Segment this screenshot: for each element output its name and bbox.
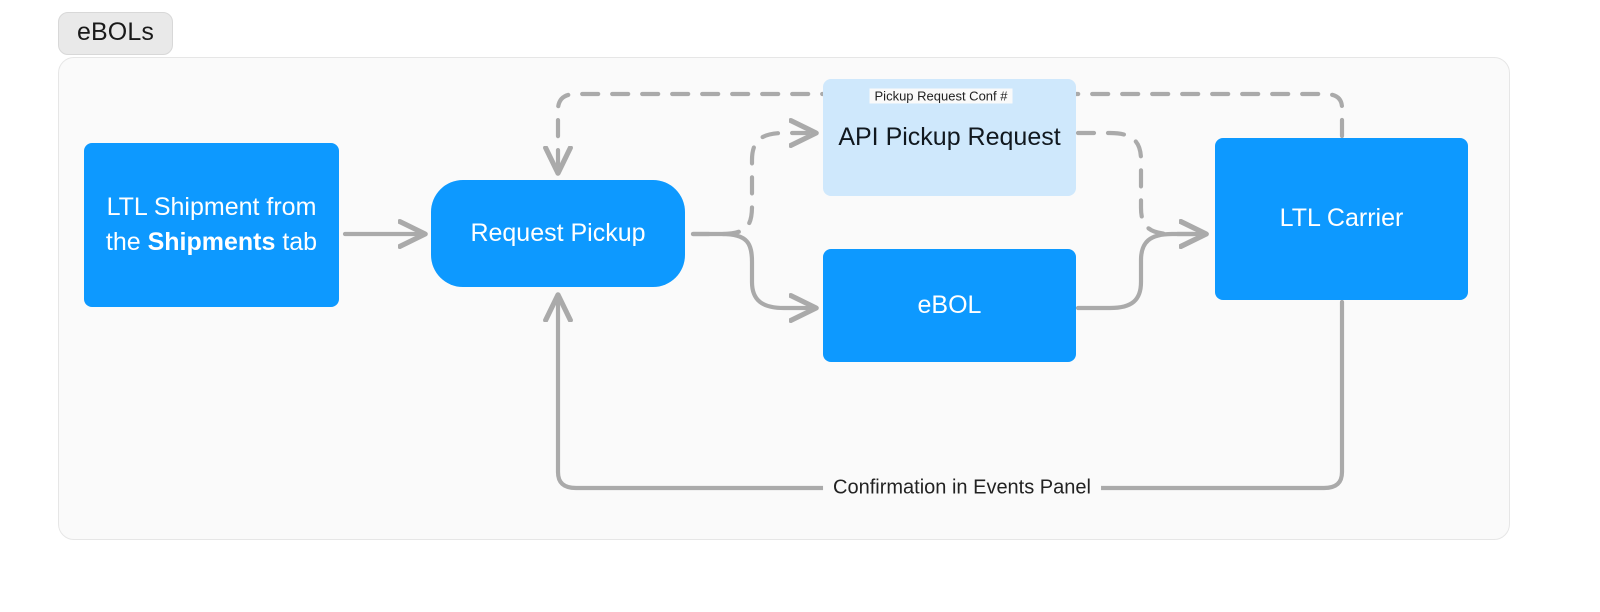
node-api-pickup-request-label: API Pickup Request [838,122,1061,151]
edge-label-confirmation-events-panel: Confirmation in Events Panel [823,476,1101,500]
node-ebol-label: eBOL [917,290,982,319]
edge-label-pickup-request-conf: Pickup Request Conf # [869,88,1013,104]
page-title-pill[interactable]: eBOLs [58,12,173,55]
edge-request-to-ebol [690,231,815,308]
node-ltl-carrier-label: LTL Carrier [1279,204,1404,233]
edge-request-to-api [690,133,815,237]
node-ltl-shipment-label: LTL Shipment from the Shipments tab [100,190,323,261]
edge-ebol-to-carrier [1075,234,1205,311]
node-ebol[interactable]: eBOL [823,249,1076,362]
node-request-pickup[interactable]: Request Pickup [431,180,685,287]
node-ltl-shipment[interactable]: LTL Shipment from the Shipments tab [84,143,339,307]
node-request-pickup-label: Request Pickup [470,218,646,247]
node-ltl-shipment-text-suffix: tab [275,228,318,256]
node-ltl-shipment-text-strong: Shipments [147,228,276,256]
edge-api-to-carrier [1075,130,1205,234]
node-ltl-carrier[interactable]: LTL Carrier [1215,138,1468,300]
node-ltl-shipment-text-prefix: LTL Shipment from the [105,192,317,257]
page-title-label: eBOLs [77,18,154,46]
